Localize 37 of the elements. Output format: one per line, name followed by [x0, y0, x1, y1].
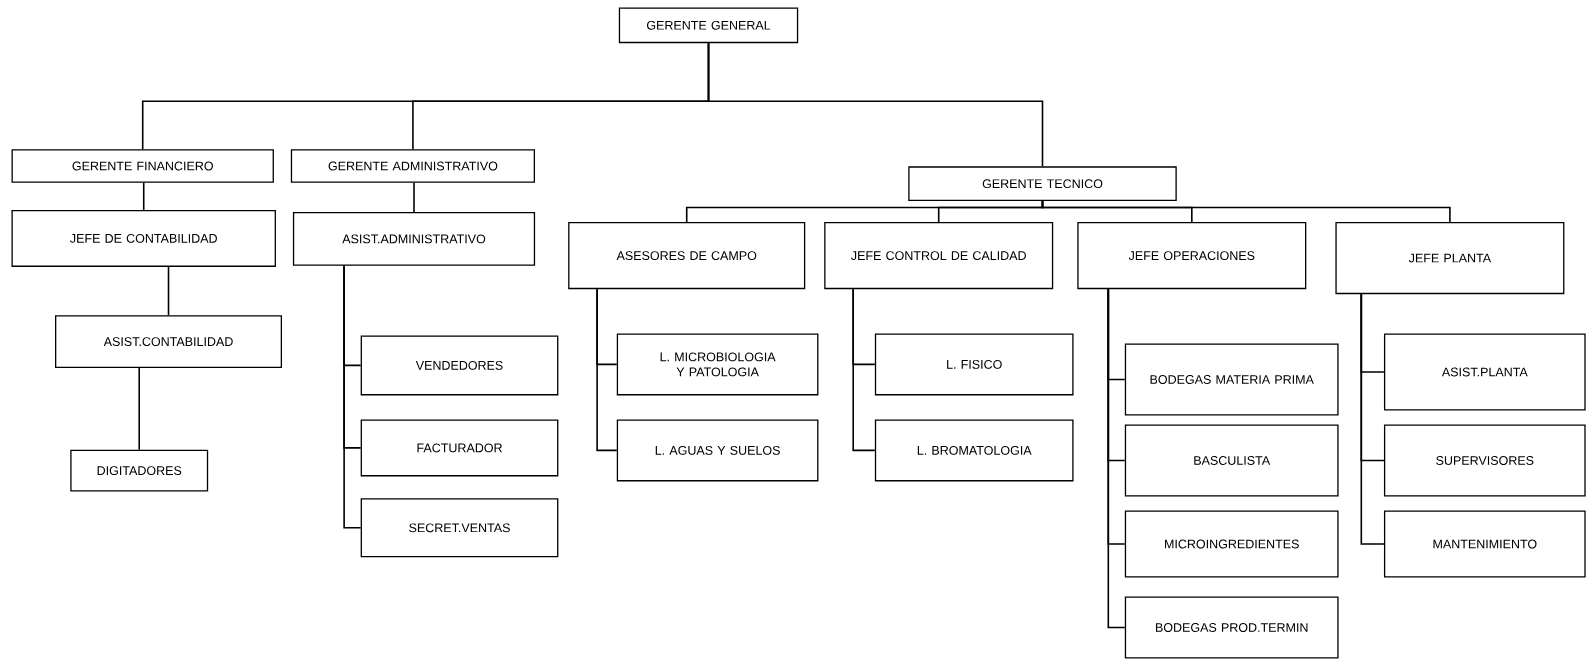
connector-line [413, 182, 415, 213]
connector-line [167, 266, 170, 316]
connector-line [138, 367, 140, 451]
connector-line [142, 182, 145, 211]
org-box: L. BROMATOLOGIA [874, 419, 1074, 482]
org-box: VENDEDORES [360, 335, 559, 396]
org-box: JEFE OPERACIONES [1077, 222, 1307, 290]
connector-line [596, 288, 618, 452]
org-box: BODEGAS PROD.TERMIN [1124, 596, 1339, 659]
connector-line [1041, 200, 1451, 223]
connector-line [343, 265, 362, 529]
org-box: ASESORES DE CAMPO [568, 222, 806, 290]
connector-line [707, 42, 1044, 168]
org-box: GERENTE ADMINISTRATIVO [290, 149, 535, 183]
connector-line [1107, 288, 1126, 629]
org-box: ASIST.CONTABILIDAD [55, 315, 282, 369]
org-box: BODEGAS MATERIA PRIMA [1124, 343, 1339, 416]
org-box: SUPERVISORES [1383, 424, 1586, 497]
org-box: MICROINGREDIENTES [1124, 510, 1339, 578]
org-box: SECRET.VENTAS [360, 498, 559, 558]
org-box: FACTURADOR [360, 419, 559, 477]
org-box: JEFE PLANTA [1335, 222, 1565, 295]
org-box: JEFE CONTROL DE CALIDAD [824, 222, 1054, 290]
org-box: BASCULISTA [1124, 424, 1339, 497]
org-box: L. AGUAS Y SUELOS [616, 419, 819, 482]
connector-line [852, 288, 876, 452]
org-box: GERENTE GENERAL [618, 7, 799, 44]
org-box: MANTENIMIENTO [1383, 510, 1586, 578]
connector-line [1360, 293, 1385, 545]
org-box: L. FISICO [874, 333, 1074, 396]
org-box: JEFE DE CONTABILIDAD [11, 209, 276, 267]
org-box: GERENTE TECNICO [908, 166, 1177, 202]
org-box: DIGITADORES [70, 449, 209, 492]
org-box: L. MICROBIOLOGIA Y PATOLOGIA [616, 333, 819, 396]
org-box: ASIST.ADMINISTRATIVO [292, 211, 536, 266]
org-box: GERENTE FINANCIERO [11, 149, 274, 183]
org-box: ASIST.PLANTA [1383, 333, 1586, 411]
